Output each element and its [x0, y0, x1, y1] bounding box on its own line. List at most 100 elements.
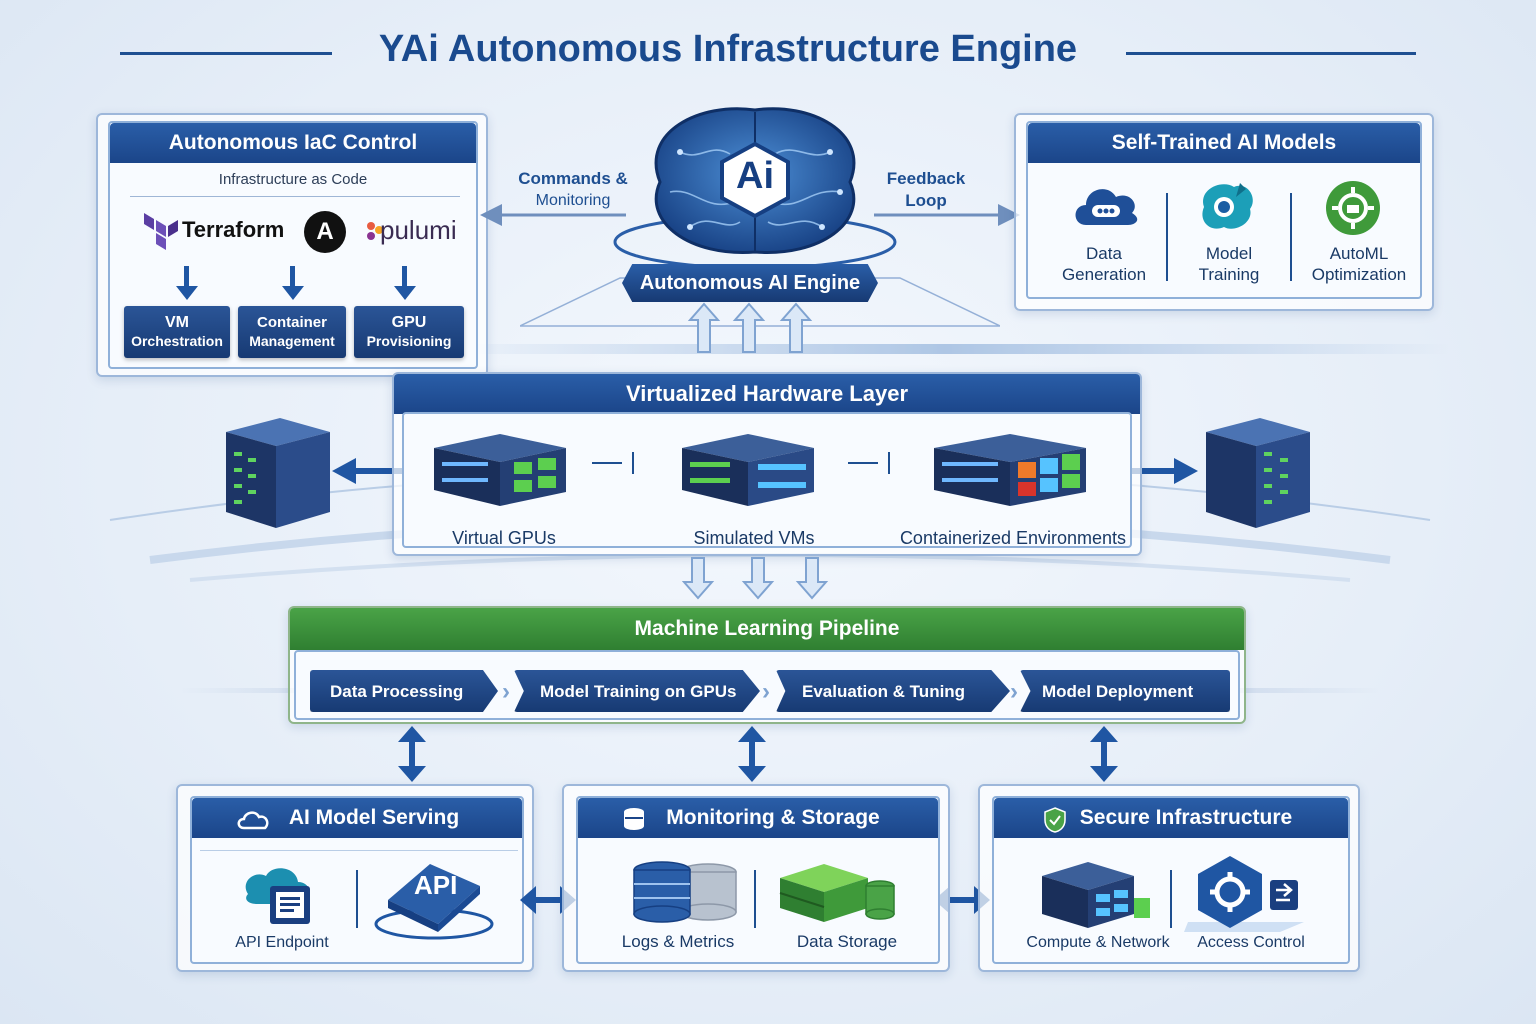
iac-inner: Autonomous IaC Control Infrastructure as…	[108, 121, 478, 369]
brain-icon	[613, 107, 897, 270]
training-line1: Model	[1205, 244, 1253, 263]
models-panel: Self-Trained AI Models Data Generation M…	[1014, 113, 1434, 311]
serving-sep	[356, 870, 358, 928]
data-storage-icon	[779, 864, 895, 922]
secure-panel: Secure Infrastructure Compute & Network …	[978, 784, 1360, 972]
title-bar: YAi Autonomous Infrastructure Engine	[0, 28, 1536, 78]
models-sep-2	[1290, 193, 1292, 281]
shield-icon	[1044, 807, 1066, 833]
storage-panel: Monitoring & Storage Logs & Metrics Data…	[562, 784, 950, 972]
pipeline-serving-arrow	[398, 726, 426, 782]
database-icon	[624, 808, 644, 830]
iac-arrow-1	[176, 266, 198, 300]
data-storage-label: Data Storage	[796, 932, 898, 951]
iac-arrow-3	[394, 266, 416, 300]
server-rack-left-icon	[226, 418, 330, 528]
simulated-vms-label: Simulated VMs	[693, 528, 815, 548]
pipeline-panel: Machine Learning Pipeline Data Processin…	[288, 606, 1246, 724]
engine-up-arrows	[688, 302, 813, 353]
automl-line1: AutoML	[1329, 244, 1389, 263]
pulumi-name: pulumi	[380, 215, 457, 245]
compute-network-label: Compute & Network	[1026, 934, 1170, 951]
container-line1: Container	[256, 314, 327, 331]
hw-link-2	[848, 462, 878, 464]
vm-line1: VM	[165, 314, 189, 331]
title-rule-right	[1126, 52, 1416, 55]
gpu-line1: GPU	[391, 314, 427, 331]
step-data-processing: Data Processing	[310, 670, 498, 712]
pipeline-inner: Data Processing › Model Training on GPUs…	[294, 650, 1240, 720]
engine-label: Autonomous AI Engine	[622, 264, 878, 302]
hw-link-1	[592, 462, 622, 464]
datagen-line1: Data	[1086, 244, 1122, 263]
serving-inner: AI Model Serving API Endpoint API	[190, 796, 524, 964]
serving-header: AI Model Serving	[192, 798, 522, 838]
hardware-inner: Virtual GPUs Simulated VMs Containerized…	[402, 412, 1132, 548]
container-line2: Management	[249, 333, 335, 349]
serving-divider	[200, 850, 518, 851]
pulumi-logo-icon	[367, 222, 383, 240]
container-env-icon	[934, 434, 1086, 506]
iac-arrow-2	[282, 266, 304, 300]
ansible-logo-icon: A	[304, 211, 346, 253]
step-model-deployment: Model Deployment	[1020, 670, 1230, 712]
containerized-envs-label: Containerized Environments	[899, 528, 1127, 548]
storage-header: Monitoring & Storage	[578, 798, 938, 838]
serving-cloud-icon	[237, 811, 269, 830]
iac-panel: Autonomous IaC Control Infrastructure as…	[96, 113, 488, 377]
hw-to-pipeline-arrows	[682, 557, 829, 600]
virtual-gpu-icon	[434, 434, 566, 506]
models-header: Self-Trained AI Models	[1028, 123, 1420, 163]
access-control-icon	[1184, 856, 1304, 932]
vm-line2: Orchestration	[131, 333, 223, 349]
pipeline-header: Machine Learning Pipeline	[290, 608, 1244, 650]
cloud-icon	[1075, 189, 1138, 225]
api-badge-text: API	[414, 870, 458, 900]
engine-beam	[520, 277, 1000, 327]
automl-icon	[1326, 181, 1380, 235]
gpu-provisioning-box: GPU Provisioning	[354, 306, 464, 358]
step-chevron-3: ›	[1010, 678, 1018, 705]
commands-line1: Commands &	[518, 169, 628, 188]
page-title: YAi Autonomous Infrastructure Engine	[378, 28, 1078, 70]
left-flow-arrow	[480, 204, 626, 226]
ai-badge: Ai	[736, 155, 774, 197]
hw-tick-2	[888, 452, 890, 474]
training-line2: Training	[1198, 265, 1260, 284]
commands-line2: Monitoring	[535, 192, 611, 209]
hw-tick-1	[632, 452, 634, 474]
training-icon	[1202, 183, 1253, 229]
hardware-header: Virtualized Hardware Layer	[394, 374, 1140, 414]
step-evaluation-tuning: Evaluation & Tuning	[776, 670, 1010, 712]
commands-monitoring-label: Commands & Monitoring	[508, 168, 638, 212]
pipeline-storage-arrow	[738, 726, 766, 782]
model-training-label: Model Training	[1174, 243, 1284, 285]
step-model-training: Model Training on GPUs	[514, 670, 760, 712]
title-rule-left	[120, 52, 332, 55]
pipeline-secure-arrow	[1090, 726, 1118, 782]
api-endpoint-icon	[245, 868, 310, 924]
models-inner: Self-Trained AI Models Data Generation M…	[1026, 121, 1422, 299]
serving-panel: AI Model Serving API Endpoint API	[176, 784, 534, 972]
automl-label: AutoML Optimization	[1294, 243, 1424, 285]
feedback-line2: Loop	[905, 191, 947, 210]
vm-orchestration-box: VM Orchestration	[124, 306, 230, 358]
iac-subtitle: Infrastructure as Code	[218, 171, 368, 188]
flow-line-upper	[440, 344, 1450, 354]
terraform-logo-icon	[144, 213, 178, 250]
secure-sep	[1170, 870, 1172, 928]
api-badge-icon	[374, 864, 494, 940]
models-sep-1	[1166, 193, 1168, 281]
step-chevron-1: ›	[502, 678, 510, 705]
api-endpoint-label: API Endpoint	[235, 934, 329, 951]
iac-header: Autonomous IaC Control	[110, 123, 476, 163]
virtual-gpus-label: Virtual GPUs	[452, 528, 556, 548]
access-control-label: Access Control	[1197, 934, 1305, 951]
terraform-name: Terraform	[182, 217, 285, 242]
storage-sep	[754, 870, 756, 928]
secure-inner: Secure Infrastructure Compute & Network …	[992, 796, 1350, 964]
feedback-loop-label: Feedback Loop	[870, 168, 982, 212]
gpu-line2: Provisioning	[366, 333, 452, 349]
datagen-line2: Generation	[1061, 265, 1147, 284]
